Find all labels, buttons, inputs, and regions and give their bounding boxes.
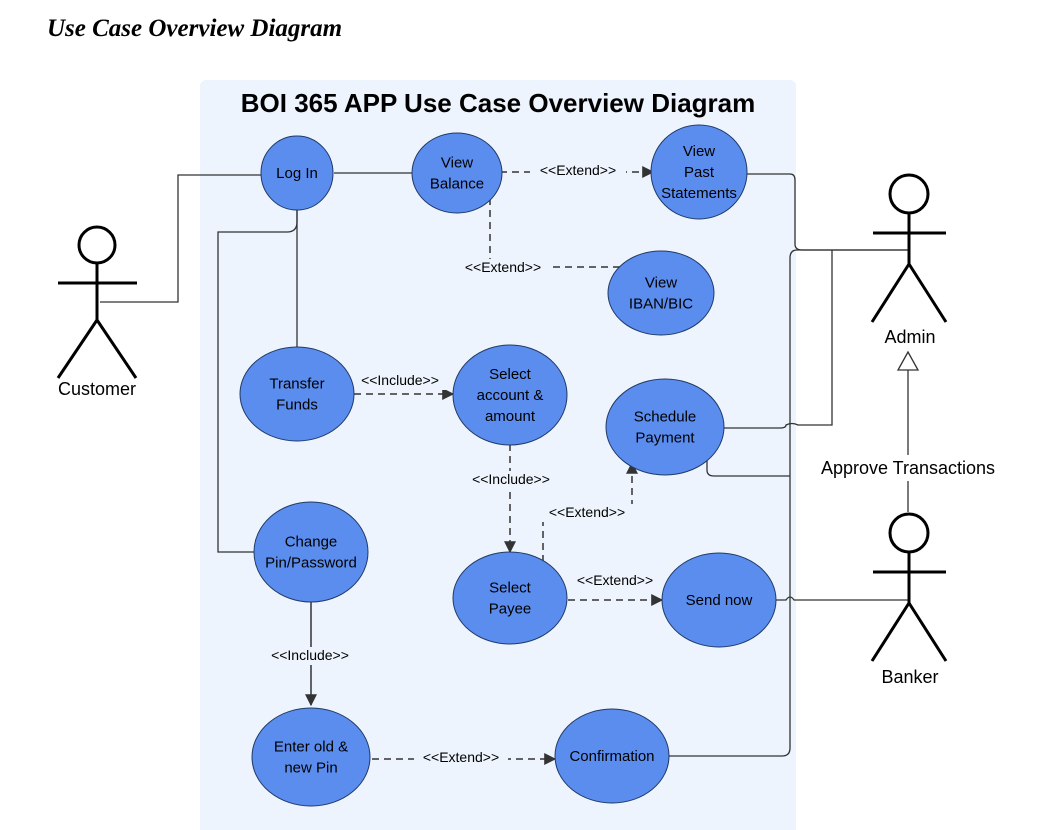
label-extend-send-now: <<Extend>> (577, 572, 653, 588)
label-extend-iban: <<Extend>> (465, 259, 541, 275)
assoc-schedule-admin (724, 250, 833, 429)
label-include-select-payee: <<Include>> (472, 471, 550, 487)
usecase-confirmation[interactable] (554, 708, 670, 804)
usecase-log-in-label: Log In (276, 165, 318, 182)
usecase-label-line: Funds (276, 397, 318, 414)
usecase-label-line: View (441, 155, 473, 172)
usecase-label-line: Schedule (634, 409, 697, 426)
actor-customer-body-icon (56, 263, 138, 379)
actor-banker-body-icon (870, 552, 948, 662)
label-include-enter-pin: <<Include>> (271, 647, 349, 663)
usecase-label-line: Select (489, 366, 532, 383)
system-title: BOI 365 APP Use Case Overview Diagram (241, 88, 756, 118)
usecase-select-account-amount[interactable] (452, 344, 568, 446)
actor-banker-head-icon (888, 512, 930, 554)
usecase-label-line: View (645, 275, 677, 292)
usecase-confirmation-label: Confirmation (569, 748, 654, 765)
label-extend-past-statements: <<Extend>> (540, 162, 616, 178)
usecase-view-past-statements[interactable] (650, 124, 748, 220)
usecase-label-line: Change (285, 534, 338, 551)
assoc-login-changepin (217, 210, 298, 553)
label-include-select-account: <<Include>> (361, 372, 439, 388)
usecase-label-line: Balance (430, 176, 484, 193)
label-approve-transactions: Approve Transactions (821, 458, 995, 478)
label-extend-confirmation: <<Extend>> (423, 749, 499, 765)
dep-extend-iban (489, 198, 641, 273)
actor-customer-head-icon (77, 225, 117, 265)
usecase-select-payee[interactable] (452, 551, 568, 645)
assoc-customer-login (100, 174, 262, 303)
usecase-label-line: IBAN/BIC (629, 296, 693, 313)
assoc-schedule-bus (706, 454, 790, 477)
assoc-sendnow-banker (775, 596, 910, 601)
usecase-schedule-payment[interactable] (605, 378, 725, 476)
assoc-admin-confirmation (669, 249, 908, 757)
actor-banker-name: Banker (881, 667, 938, 687)
actor-banker[interactable]: Banker (870, 512, 948, 687)
usecase-label-line: Select (489, 580, 532, 597)
actor-customer[interactable]: Customer (56, 225, 138, 399)
usecase-label-line: Payee (489, 601, 532, 618)
usecase-label-line: Transfer (269, 376, 324, 393)
usecase-label-line: Payment (635, 430, 695, 447)
usecase-enter-old-new-pin-label: Enter old & new Pin (274, 739, 348, 777)
usecase-label-line: Past (684, 164, 715, 181)
actor-admin-head-icon (888, 173, 930, 215)
diagram-heading: Use Case Overview Diagram (47, 15, 343, 42)
association-lines (100, 172, 920, 757)
relationship-labels: <<Extend>> <<Extend>> <<Include>> <<Incl… (262, 162, 995, 767)
usecase-label-line: Send now (686, 592, 753, 609)
usecase-view-balance[interactable] (411, 132, 503, 214)
usecase-label-line: account & (477, 387, 544, 404)
generalization-arrowhead (896, 350, 920, 371)
actor-admin-body-icon (870, 213, 948, 323)
label-extend-schedule-payment: <<Extend>> (549, 504, 625, 520)
usecase-send-now-label: Send now (686, 592, 753, 609)
usecase-select-account-amount-label: Select account & amount (477, 366, 544, 425)
usecase-label-line: View (683, 143, 715, 160)
usecase-label-line: Log In (276, 165, 318, 182)
usecase-transfer-funds[interactable] (239, 346, 355, 442)
usecase-send-now[interactable] (661, 552, 777, 648)
usecase-log-in[interactable] (260, 135, 334, 211)
usecase-view-iban-bic[interactable] (607, 250, 715, 336)
usecase-label-line: Pin/Password (265, 555, 357, 572)
actor-customer-name: Customer (58, 379, 136, 399)
usecase-label-line: amount (485, 408, 536, 425)
usecase-label-line: Confirmation (569, 748, 654, 765)
usecase-label-line: new Pin (284, 760, 337, 777)
usecase-enter-old-new-pin[interactable] (251, 707, 371, 807)
usecase-label-line: Statements (661, 185, 737, 202)
actor-admin[interactable]: Admin (870, 173, 948, 347)
usecase-change-pin-password[interactable] (253, 501, 369, 603)
actor-admin-name: Admin (884, 327, 935, 347)
usecase-label-line: Enter old & (274, 739, 348, 756)
